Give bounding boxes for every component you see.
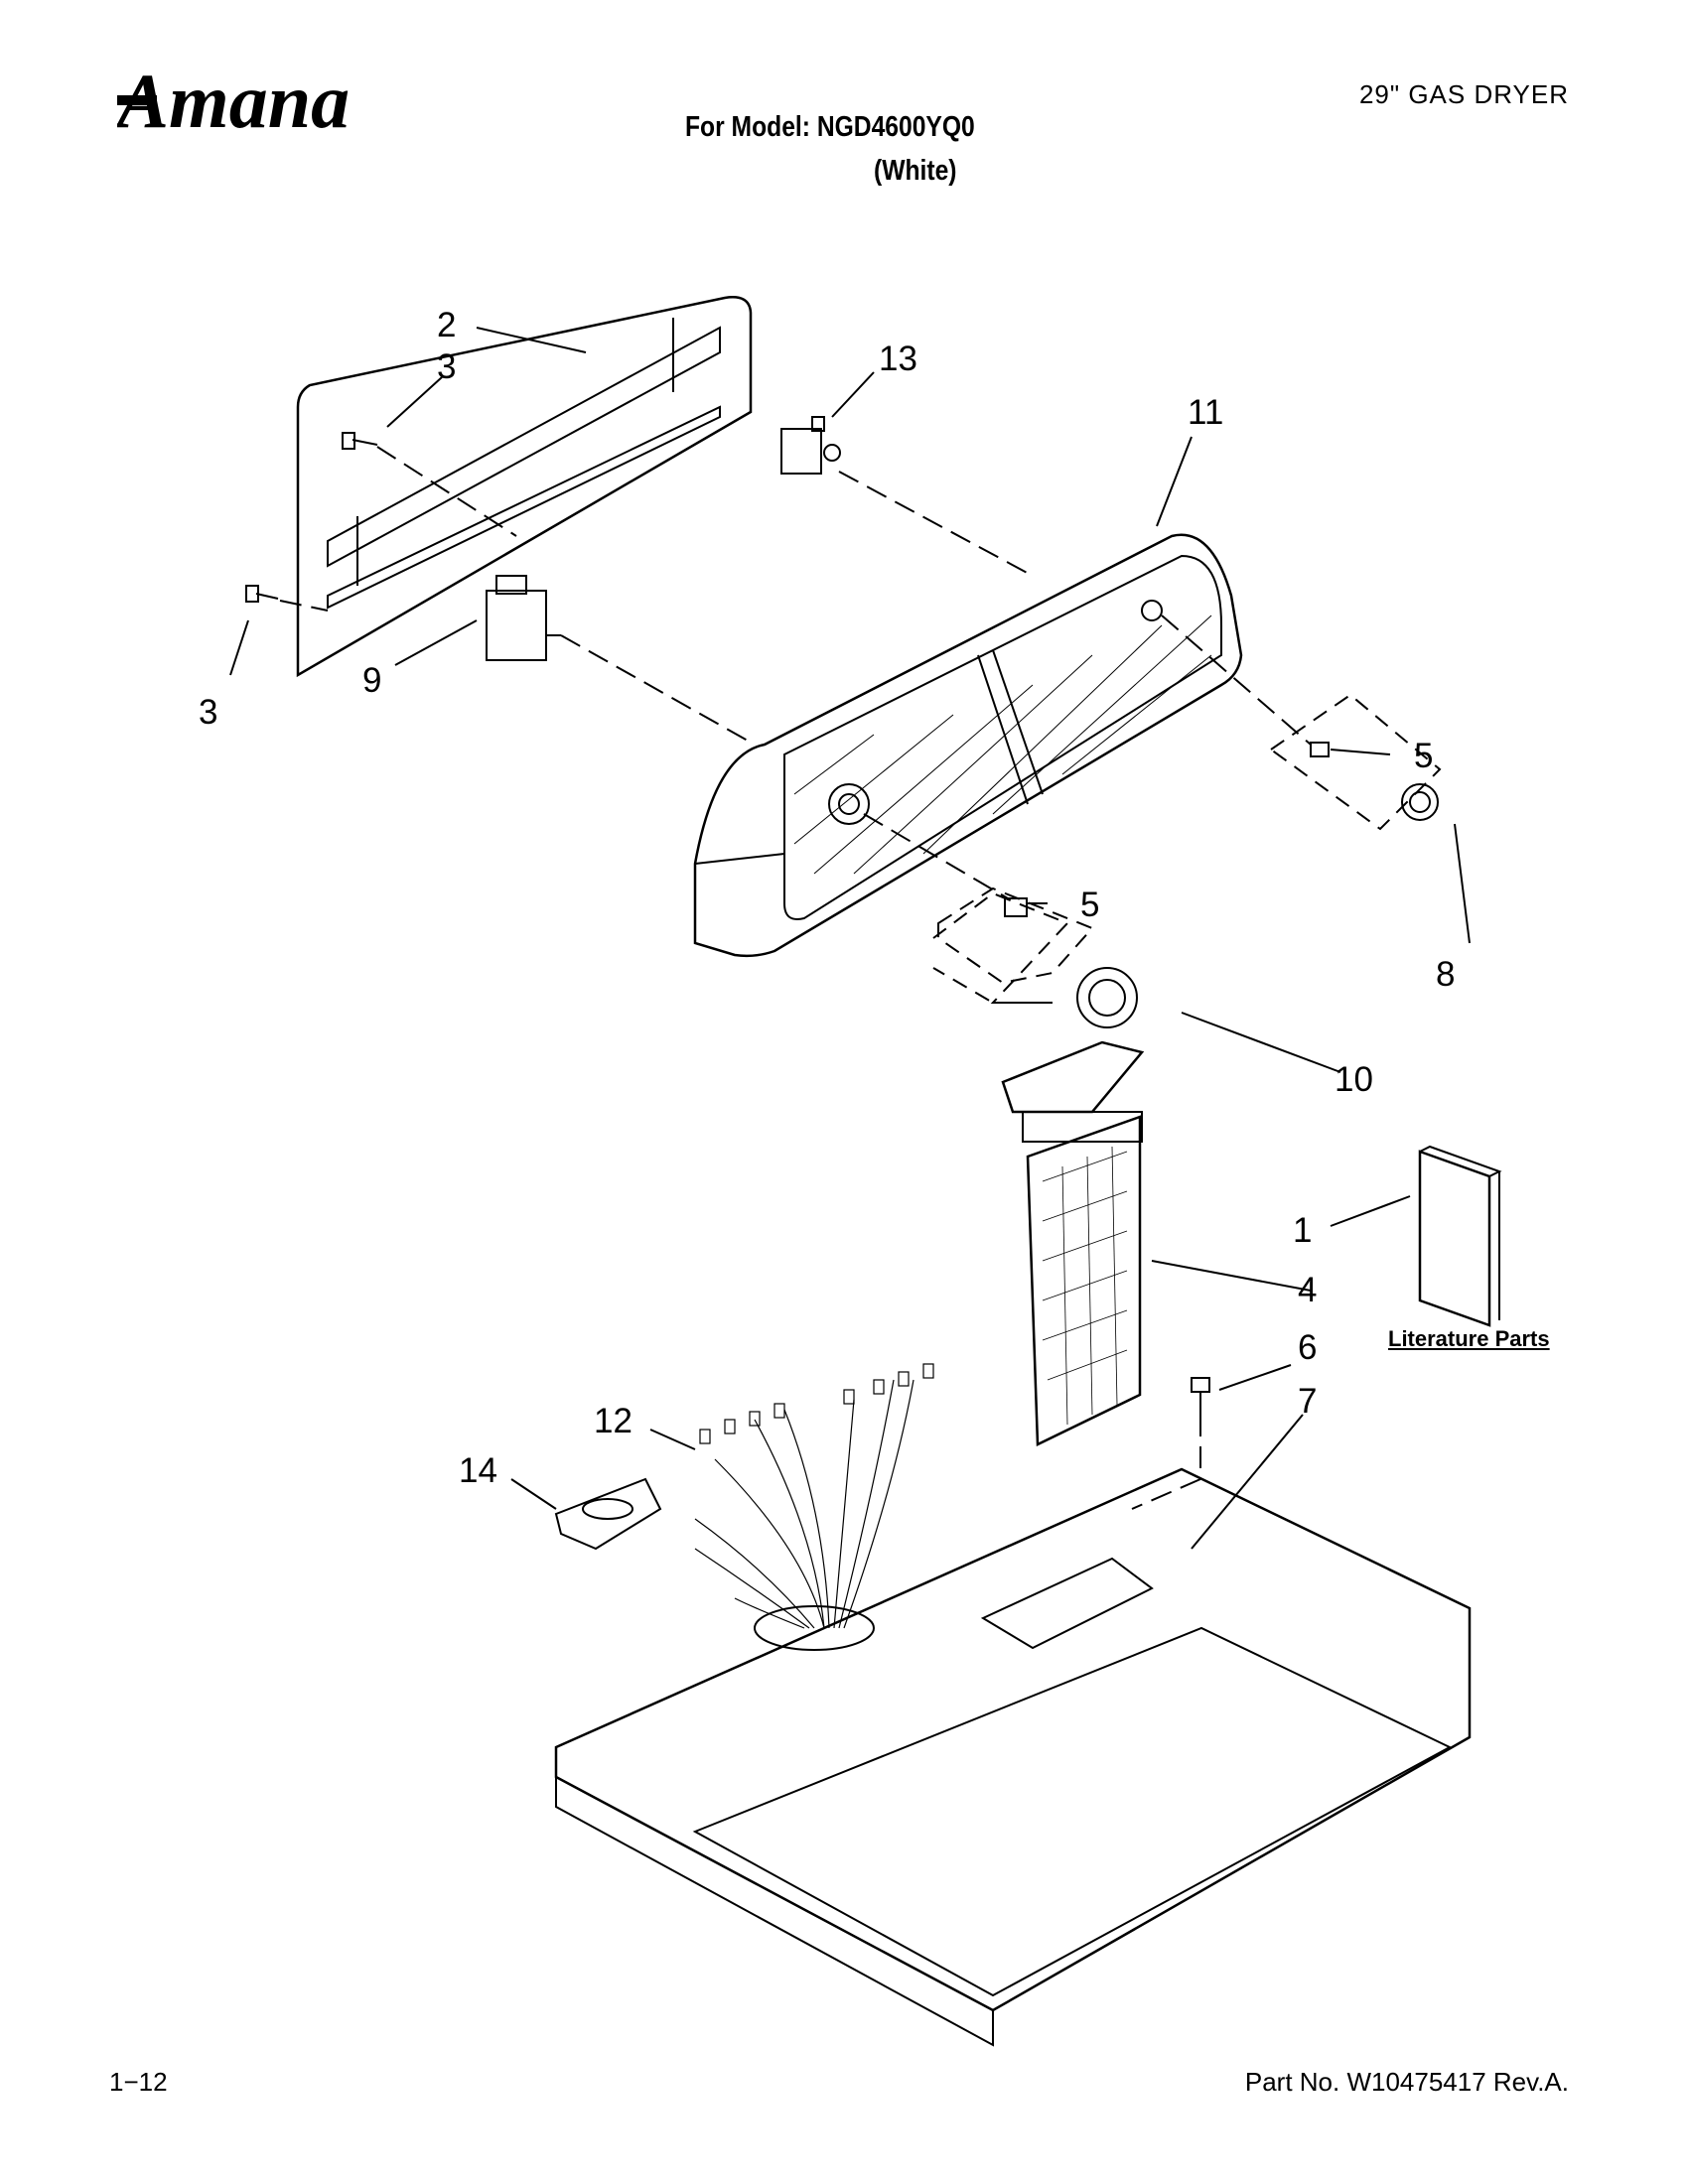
screw <box>1191 1377 1210 1415</box>
part-number: Part No. W10475417 Rev.A. <box>1244 2067 1569 2097</box>
leader-arrows <box>229 327 1471 1550</box>
callout-14: 14 <box>459 1451 497 1490</box>
callout-3-lower: 3 <box>199 693 218 732</box>
callout-13: 13 <box>879 340 917 378</box>
callout-5-left: 5 <box>1080 886 1100 924</box>
callout-4: 4 <box>1298 1271 1318 1309</box>
screw-left-upper <box>342 432 378 450</box>
console-back-panel <box>296 296 753 678</box>
wire-bracket <box>554 1477 662 1551</box>
callout-7: 7 <box>1298 1382 1318 1421</box>
literature-parts-book <box>1418 1145 1502 1327</box>
push-to-start-switch <box>780 416 841 475</box>
product-type: 29" GAS DRYER <box>1358 79 1569 109</box>
model-color: (White) <box>874 155 957 187</box>
console-body <box>693 533 1243 958</box>
model-number: For Model: NGD4600YQ0 <box>685 111 975 143</box>
callout-11: 11 <box>1188 393 1224 432</box>
callout-1: 1 <box>1293 1211 1313 1250</box>
page-number: 1−12 <box>109 2067 168 2097</box>
assembly-lines <box>279 446 1312 1510</box>
cycle-knob-kit <box>1269 693 1442 831</box>
amana-logo: Amana <box>112 58 395 147</box>
lint-screen <box>1001 1040 1145 1446</box>
callout-6: 6 <box>1298 1328 1318 1367</box>
callout-10: 10 <box>1335 1060 1373 1099</box>
amana-logo-mark: Amana <box>112 58 350 144</box>
callout-8: 8 <box>1436 955 1456 994</box>
top-panel <box>554 1467 1472 2047</box>
timer <box>486 575 561 661</box>
callout-3-upper: 3 <box>437 347 457 386</box>
callout-5-right: 5 <box>1414 737 1434 775</box>
literature-parts-label: Literature Parts <box>1388 1326 1550 1351</box>
screw-left-lower <box>245 585 279 603</box>
wire-harness <box>694 1363 934 1629</box>
callout-9: 9 <box>362 661 382 700</box>
timer-knob-kit <box>932 887 1138 1028</box>
callout-12: 12 <box>594 1402 633 1440</box>
callout-2: 2 <box>437 306 457 344</box>
